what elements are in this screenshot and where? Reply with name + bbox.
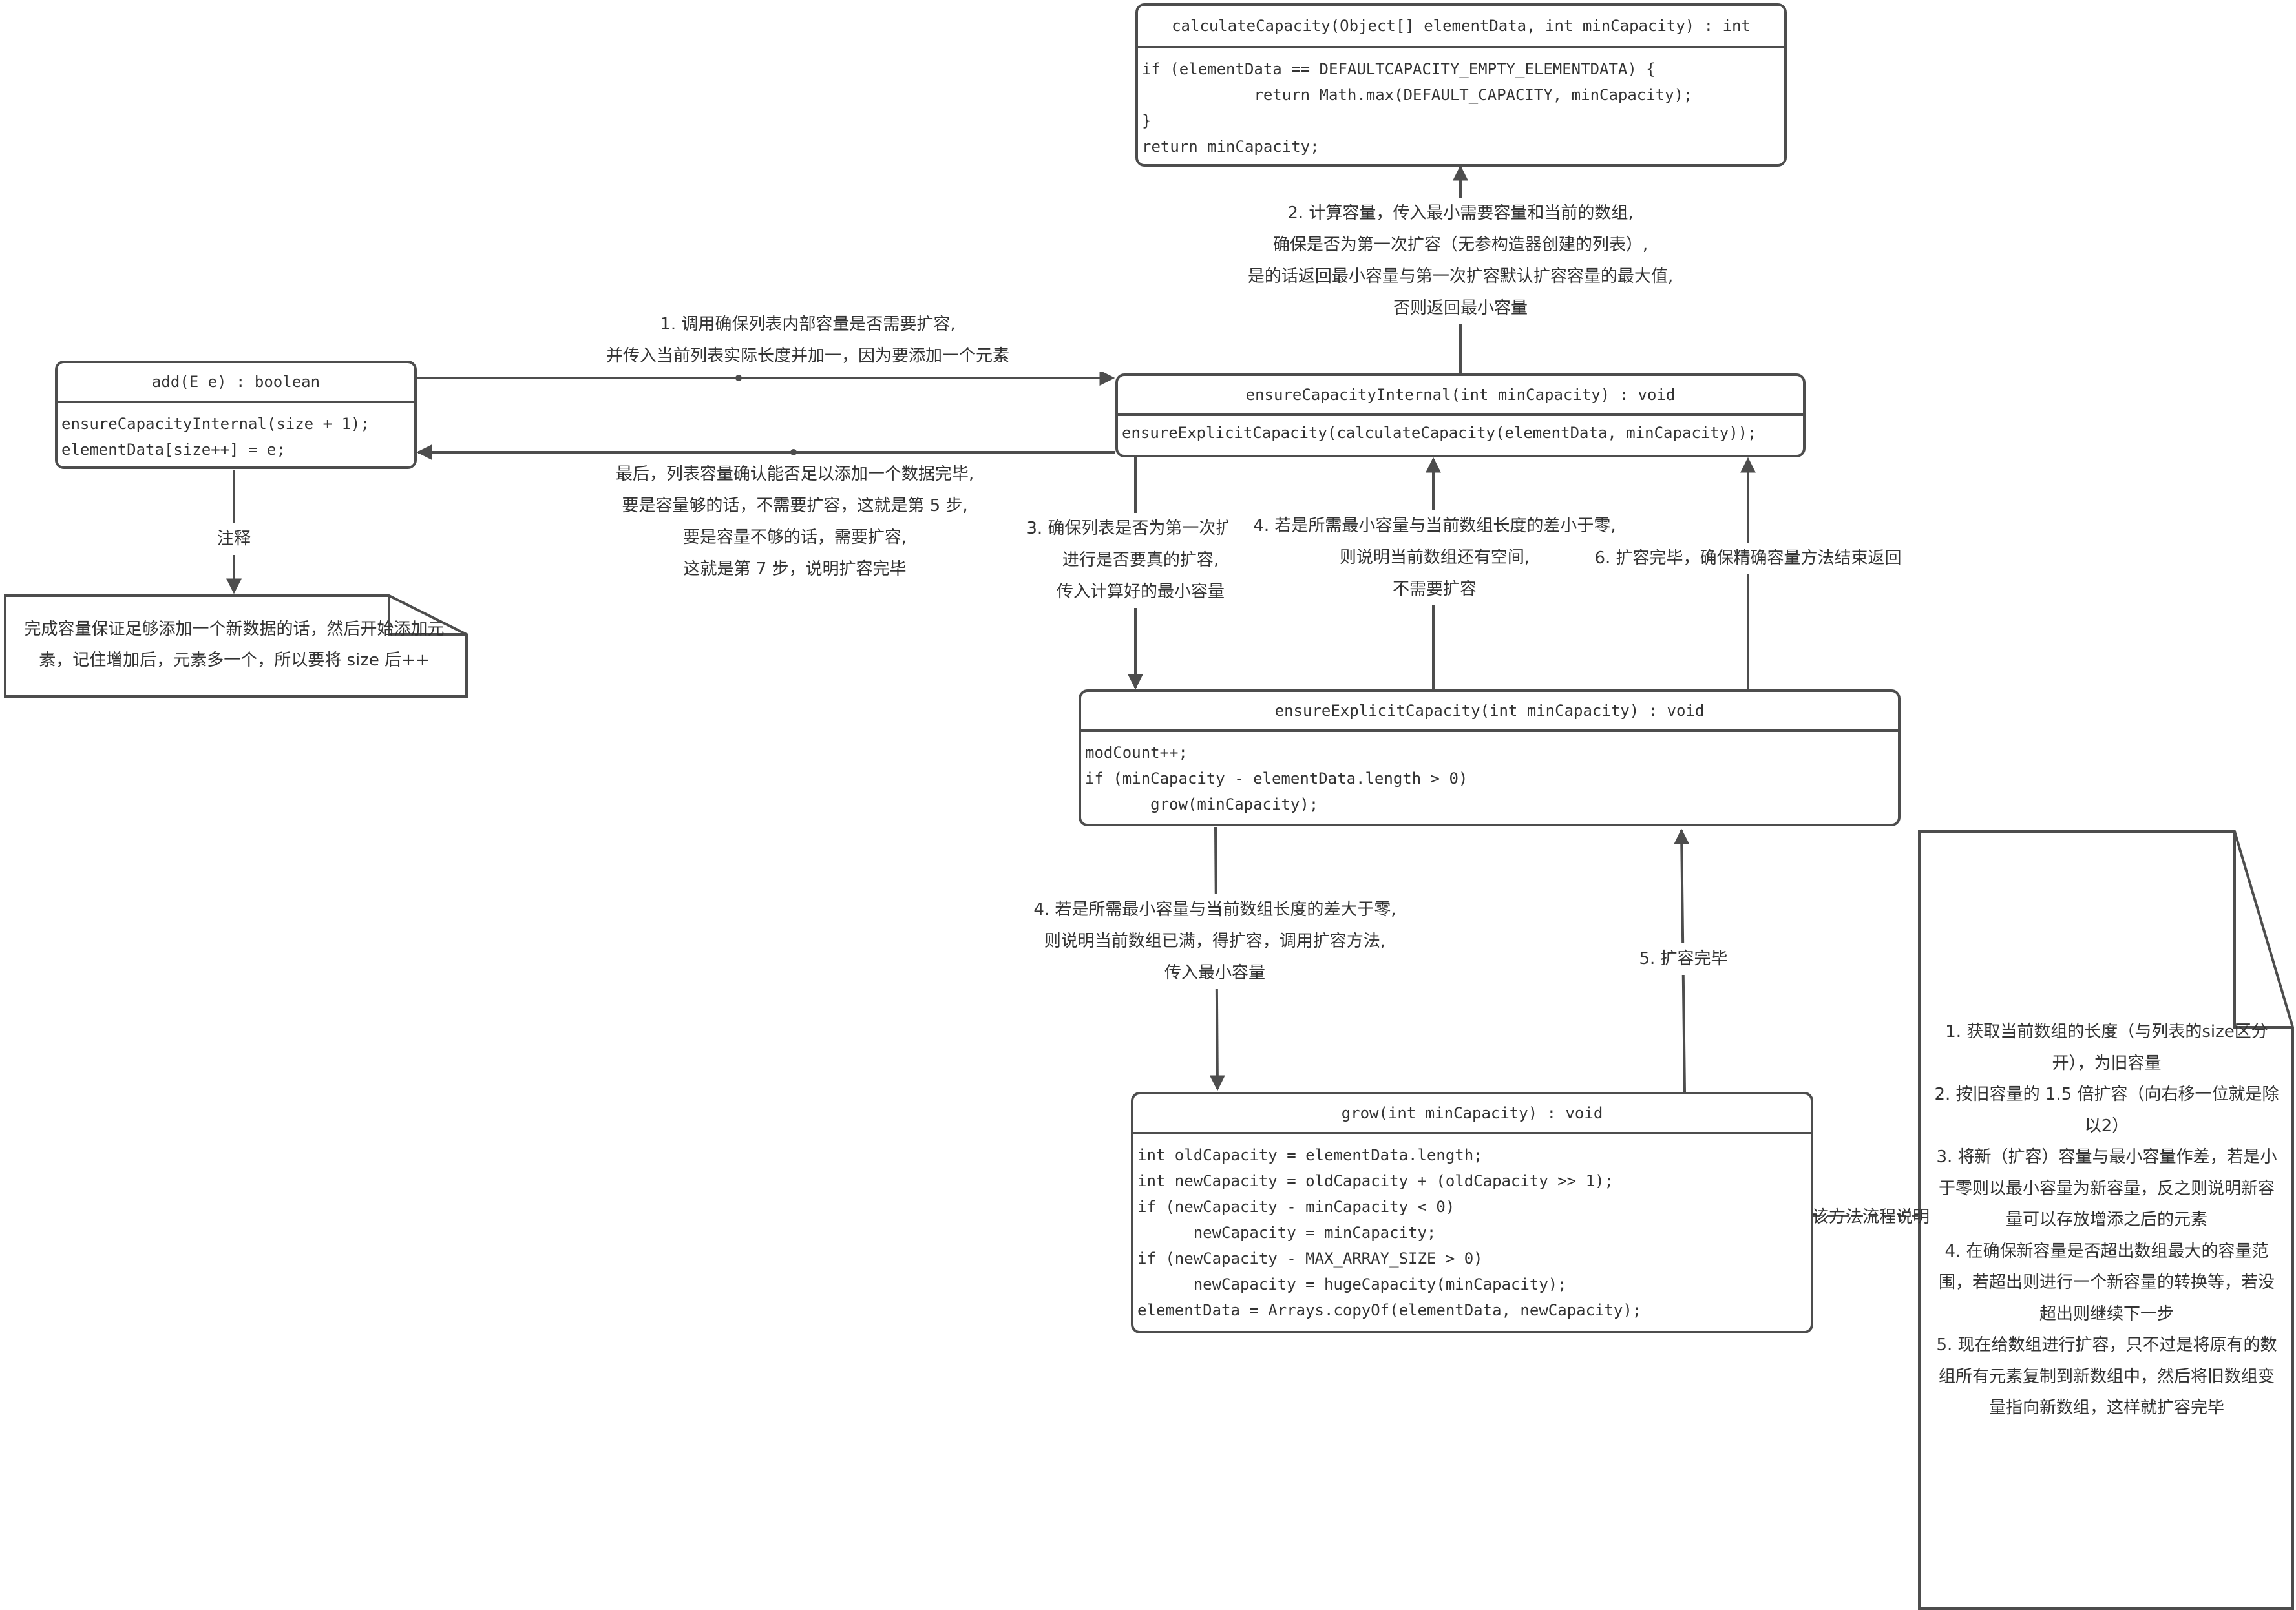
add-method-box[interactable]: add(E e) : boolean ensureCapacityInterna… xyxy=(55,361,417,469)
edge-label-step1: 1. 调用确保列表内部容量是否需要扩容, 并传入当前列表实际长度并加一，因为要添加… xyxy=(485,309,1131,372)
calculate-capacity-body: if (elementData == DEFAULTCAPACITY_EMPTY… xyxy=(1138,48,1784,160)
grow-note-text: 1. 获取当前数组的长度（与列表的size区分开），为旧容量 2. 按旧容量的 1… xyxy=(1922,1016,2291,1424)
code-line: modCount++; xyxy=(1085,744,1188,762)
code-line: elementData[size++] = e; xyxy=(61,441,286,459)
text-line: 5. 现在给数组进行扩容，只不过是将原有的数 xyxy=(1936,1335,2277,1355)
grow-note-fold xyxy=(2233,831,2293,1029)
text-line: 不需要扩容 xyxy=(1392,580,1477,599)
text-line: 注释 xyxy=(216,529,251,549)
grow-method-header: grow(int minCapacity) : void xyxy=(1133,1094,1811,1134)
edge-label-note: 注释 xyxy=(208,523,260,555)
text-line: 1. 获取当前数组的长度（与列表的size区分 xyxy=(1945,1022,2268,1041)
code-line: return minCapacity; xyxy=(1142,138,1320,156)
add-method-body: ensureCapacityInternal(size + 1); element… xyxy=(58,403,414,463)
text-line: 则说明当前数组已满，得扩容，调用扩容方法, xyxy=(1044,932,1386,951)
ensure-explicit-capacity-box[interactable]: ensureExplicitCapacity(int minCapacity) … xyxy=(1079,689,1901,826)
edge-label-step5: 5. 扩容完毕 xyxy=(1603,943,1764,975)
text-line: 2. 按旧容量的 1.5 倍扩容（向右移一位就是除 xyxy=(1934,1085,2279,1104)
code-line: newCapacity = minCapacity; xyxy=(1137,1224,1437,1242)
text-line: 1. 调用确保列表内部容量是否需要扩容, xyxy=(660,315,956,334)
edge-label-step4-no-grow: 4. 若是所需最小容量与当前数组长度的差小于零, 则说明当前数组还有空间, 不需要扩… xyxy=(1228,510,1641,605)
calculate-capacity-box[interactable]: calculateCapacity(Object[] elementData, … xyxy=(1135,3,1787,167)
ensure-capacity-internal-box[interactable]: ensureCapacityInternal(int minCapacity) … xyxy=(1115,373,1806,457)
edge-label-final-return: 最后，列表容量确认能否足以添加一个数据完毕, 要是容量够的话，不需要扩容，这就是第… xyxy=(569,459,1021,585)
text-line: 5. 扩容完毕 xyxy=(1639,949,1728,968)
text-line: 组所有元素复制到新数组中，然后将旧数组变 xyxy=(1938,1366,2275,1386)
code-line: if (newCapacity - MAX_ARRAY_SIZE > 0) xyxy=(1137,1249,1483,1268)
text-line: 4. 在确保新容量是否超出数组最大的容量范 xyxy=(1944,1241,2269,1261)
add-note-text: 完成容量保证足够添加一个新数据的话，然后开始添加元素，记住增加后，元素多一个，所… xyxy=(6,614,462,676)
ensure-explicit-capacity-header: ensureExplicitCapacity(int minCapacity) … xyxy=(1081,692,1898,732)
text-line: 6. 扩容完毕，确保精确容量方法结束返回 xyxy=(1594,549,1902,568)
add-method-header: add(E e) : boolean xyxy=(58,363,414,403)
text-line: 量可以存放增添之后的元素 xyxy=(2005,1210,2207,1229)
text-line: 量指向新数组，这样就扩容完毕 xyxy=(1988,1398,2224,1417)
grow-method-body: int oldCapacity = elementData.length; int… xyxy=(1133,1134,1811,1323)
text-line: 该方法流程说明 xyxy=(1811,1208,1930,1227)
text-line: 并传入当前列表实际长度并加一，因为要添加一个元素 xyxy=(606,346,1009,366)
code-line: int newCapacity = oldCapacity + (oldCapa… xyxy=(1137,1172,1614,1190)
text-line: 确保是否为第一次扩容（无参构造器创建的列表）, xyxy=(1272,235,1648,255)
text-line: 则说明当前数组还有空间, xyxy=(1339,548,1530,567)
text-line: 否则返回最小容量 xyxy=(1393,298,1528,318)
text-line: 要是容量不够的话，需要扩容, xyxy=(682,528,907,547)
ensure-capacity-internal-body: ensureExplicitCapacity(calculateCapacity… xyxy=(1118,416,1803,446)
code-line: if (elementData == DEFAULTCAPACITY_EMPTY… xyxy=(1142,60,1656,78)
text-line: 是的话返回最小容量与第一次扩容默认扩容容量的最大值, xyxy=(1247,267,1674,286)
text-line: 进行是否要真的扩容, xyxy=(1062,550,1219,570)
grow-method-box[interactable]: grow(int minCapacity) : void int oldCapa… xyxy=(1131,1092,1813,1333)
text-line: 4. 若是所需最小容量与当前数组长度的差大于零, xyxy=(1033,900,1396,919)
code-line: if (minCapacity - elementData.length > 0… xyxy=(1085,769,1468,788)
edge-label-step2: 2. 计算容量，传入最小需要容量和当前的数组, 确保是否为第一次扩容（无参构造器创… xyxy=(1202,198,1719,324)
text-line: 开），为旧容量 xyxy=(2052,1053,2162,1073)
text-line: 围，若超出则进行一个新容量的转换等，若没 xyxy=(1938,1273,2275,1292)
code-line: return Math.max(DEFAULT_CAPACITY, minCap… xyxy=(1142,86,1693,104)
ensure-explicit-capacity-body: modCount++; if (minCapacity - elementData… xyxy=(1081,732,1898,817)
text-line: 素，记住增加后，元素多一个，所以要将 size 后++ xyxy=(39,651,430,670)
text-line: 传入计算好的最小容量 xyxy=(1056,582,1225,601)
text-line: 这就是第 7 步，说明扩容完毕 xyxy=(683,559,907,579)
code-line: newCapacity = hugeCapacity(minCapacity); xyxy=(1137,1275,1567,1293)
text-line: 4. 若是所需最小容量与当前数组长度的差小于零, xyxy=(1253,516,1616,536)
text-line: 超出则继续下一步 xyxy=(2039,1304,2174,1324)
text-line: 2. 计算容量，传入最小需要容量和当前的数组, xyxy=(1287,204,1634,223)
edge-label-method-description: 该方法流程说明 xyxy=(1806,1202,1935,1233)
text-line: 最后，列表容量确认能否足以添加一个数据完毕, xyxy=(615,465,974,484)
text-line: 完成容量保证足够添加一个新数据的话，然后开始添加元 xyxy=(24,620,445,639)
edge-label-step6: 6. 扩容完毕，确保精确容量方法结束返回 xyxy=(1574,543,1922,574)
grow-note-shape xyxy=(1918,830,2294,1610)
code-line: elementData = Arrays.copyOf(elementData,… xyxy=(1137,1301,1642,1319)
text-line: 3. 确保列表是否为第一次扩容, xyxy=(1026,519,1255,538)
ensure-capacity-internal-header: ensureCapacityInternal(int minCapacity) … xyxy=(1118,376,1803,416)
edge-midpoint-dot xyxy=(790,449,797,455)
code-line: ensureExplicitCapacity(calculateCapacity… xyxy=(1122,424,1757,442)
text-line: 以2） xyxy=(2084,1116,2129,1136)
code-line: if (newCapacity - minCapacity < 0) xyxy=(1137,1198,1455,1216)
text-line: 传入最小容量 xyxy=(1164,963,1265,983)
edge-midpoint-dot xyxy=(735,375,742,381)
code-line: ensureCapacityInternal(size + 1); xyxy=(61,415,370,433)
add-note-fold xyxy=(388,596,467,636)
code-line: grow(minCapacity); xyxy=(1085,795,1319,813)
code-line: } xyxy=(1142,112,1152,130)
add-note-shape xyxy=(4,594,468,698)
text-line: 3. 将新（扩容）容量与最小容量作差，若是小 xyxy=(1936,1147,2277,1167)
text-line: 于零则以最小容量为新容量，反之则说明新容 xyxy=(1938,1178,2275,1198)
edge-label-step4-grow: 4. 若是所需最小容量与当前数组长度的差大于零, 则说明当前数组已满，得扩容，调用… xyxy=(1008,894,1422,989)
text-line: 要是容量够的话，不需要扩容，这就是第 5 步, xyxy=(622,496,968,516)
code-line: int oldCapacity = elementData.length; xyxy=(1137,1146,1483,1164)
calculate-capacity-header: calculateCapacity(Object[] elementData, … xyxy=(1138,6,1784,48)
